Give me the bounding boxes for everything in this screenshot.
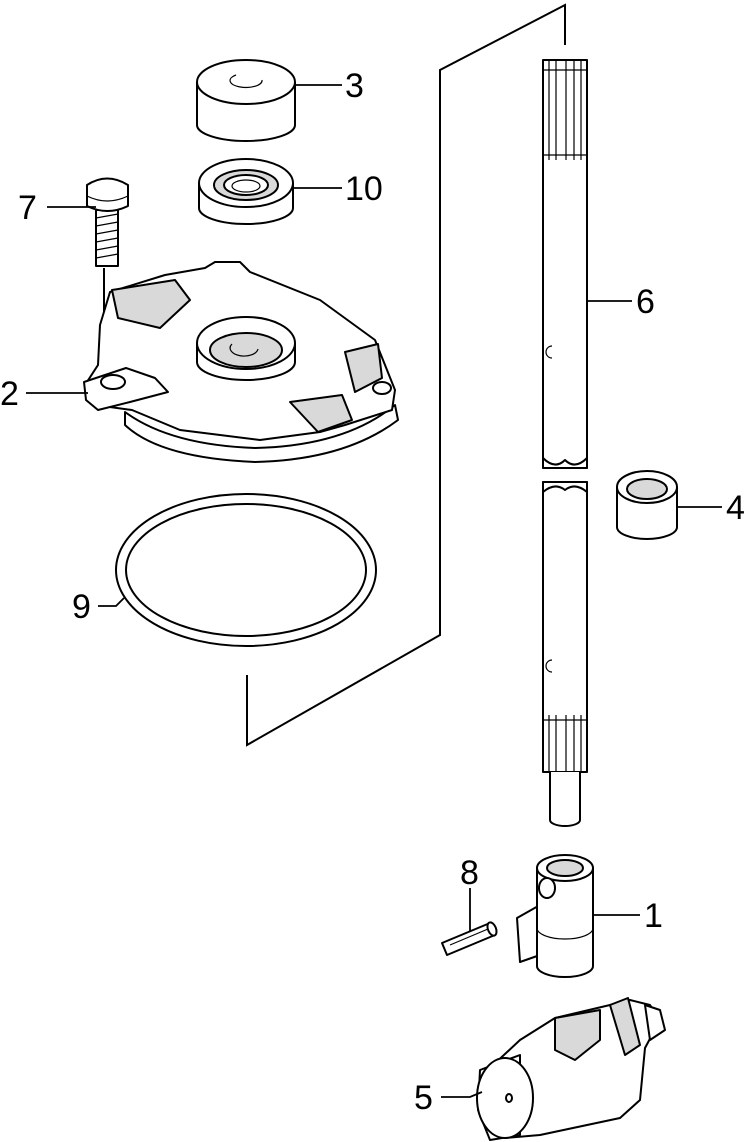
- leader-9: [98, 597, 125, 607]
- callout-9: 9: [72, 588, 91, 626]
- part-9-o-ring: [115, 493, 377, 647]
- callout-3: 3: [345, 67, 364, 105]
- assembly-bracket-line: [246, 3, 566, 747]
- leader-5: [441, 1091, 483, 1098]
- part-7-bolt: [86, 177, 129, 370]
- part-5-yoke: [476, 997, 666, 1141]
- part-8-pin: [441, 888, 498, 956]
- part-6-shaft-lower: [542, 481, 588, 827]
- part-10-seal: [198, 158, 294, 225]
- callout-5: 5: [414, 1079, 433, 1117]
- callout-4: 4: [726, 489, 745, 527]
- part-2-housing: [83, 261, 399, 463]
- callout-2: 2: [0, 375, 19, 413]
- callout-1: 1: [644, 897, 663, 935]
- callout-7: 7: [18, 189, 37, 227]
- callout-8: 8: [460, 854, 479, 892]
- part-6-shaft-upper: [542, 59, 588, 469]
- part-4-bushing: [616, 470, 678, 540]
- part-1-coupling: [516, 854, 594, 978]
- callout-6: 6: [636, 283, 655, 321]
- part-3-bushing: [196, 59, 296, 142]
- callout-10: 10: [345, 170, 383, 208]
